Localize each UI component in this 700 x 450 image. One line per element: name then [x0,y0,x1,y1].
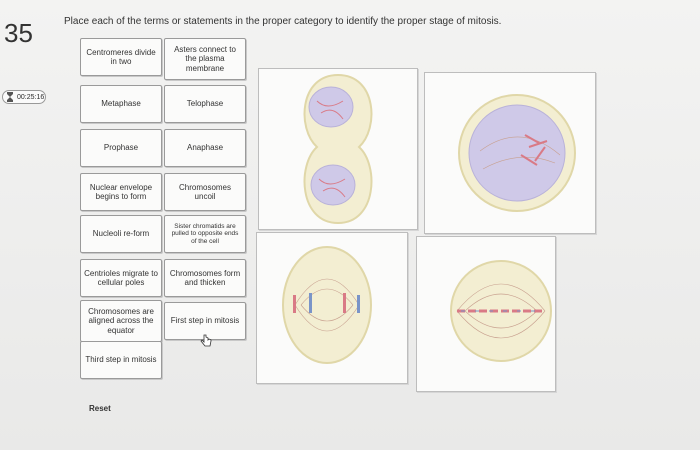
term-card[interactable]: Chromosomes uncoil [164,173,246,211]
drop-zone-anaphase-image[interactable] [256,232,408,384]
drop-zone-metaphase-image[interactable] [416,236,556,392]
term-card[interactable]: Telophase [164,85,246,123]
drop-zone-prophase-image[interactable] [424,72,596,234]
term-card[interactable]: Sister chromatids are pulled to opposite… [164,215,246,253]
anaphase-cell-image [282,246,372,364]
metaphase-cell-image [450,260,552,362]
reset-button[interactable]: Reset [89,404,111,413]
term-card[interactable]: Asters connect to the plasma membrane [164,38,246,80]
term-card[interactable]: Centromeres divide in two [80,38,162,76]
question-number: 35 [4,18,33,48]
hourglass-icon [7,92,13,102]
term-card[interactable]: Centrioles migrate to cellular poles [80,259,162,297]
term-card[interactable]: Prophase [80,129,162,167]
term-card[interactable]: Anaphase [164,129,246,167]
hand-cursor-icon [200,334,212,347]
term-card[interactable]: Nucleoli re-form [80,215,162,253]
drop-zone-telophase-image[interactable] [258,68,418,230]
term-card[interactable]: First step in mitosis [164,302,246,340]
timer-value: 00:25:16 [17,93,45,101]
term-card[interactable]: Third step in mitosis [80,341,162,379]
term-card[interactable]: Nuclear envelope begins to form [80,173,162,211]
instruction-text: Place each of the terms or statements in… [64,16,502,27]
prophase-cell-image [458,94,576,212]
term-card[interactable]: Metaphase [80,85,162,123]
telophase-cell-image [303,73,373,225]
timer: 00:25:16 [2,90,46,104]
term-card[interactable]: Chromosomes form and thicken [164,259,246,297]
term-card[interactable]: Chromosomes are aligned across the equat… [80,300,162,342]
